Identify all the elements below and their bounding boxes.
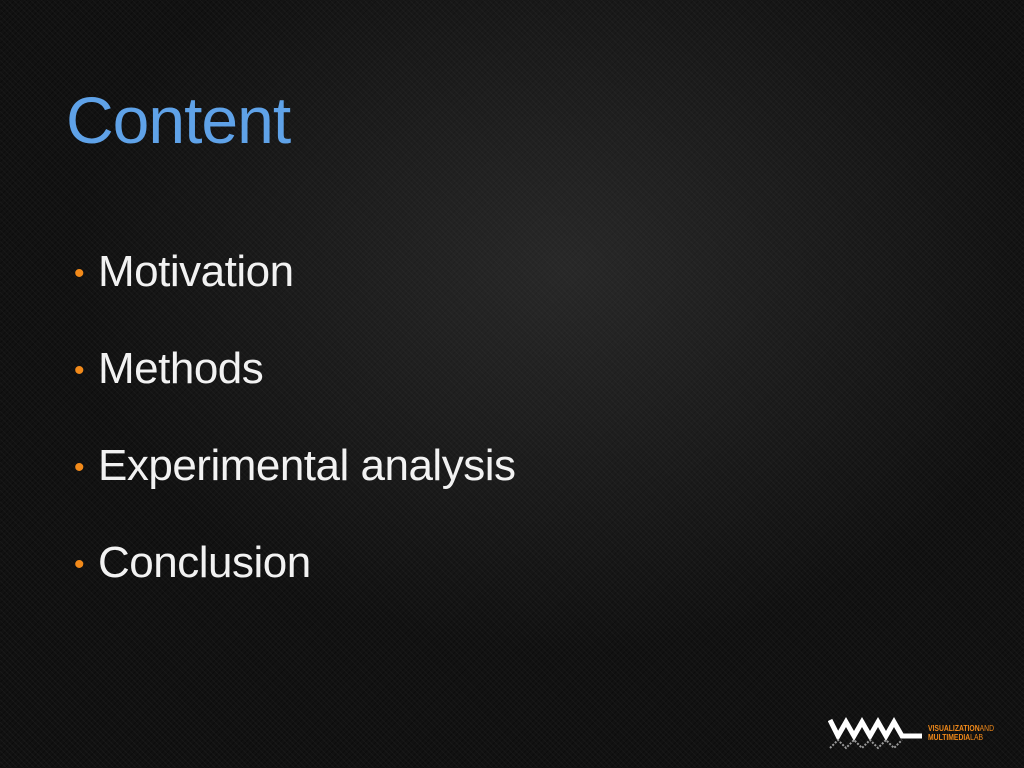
bullet-dot-icon: •	[74, 354, 85, 387]
logo-word-and: AND	[979, 724, 994, 733]
logo-wordmark: VISUALIZATIONAND MULTIMEDIALAB	[928, 724, 994, 742]
logo-line-2: MULTIMEDIALAB	[928, 733, 994, 742]
bullet-dot-icon: •	[74, 548, 85, 581]
bullet-item-conclusion: • Conclusion	[74, 535, 515, 632]
bullet-item-experimental-analysis: • Experimental analysis	[74, 438, 516, 535]
bullet-text: Motivation	[98, 247, 294, 296]
bullet-text: Methods	[98, 344, 264, 393]
bullet-list: • Motivation • Methods • Experimental an…	[74, 244, 516, 632]
bullet-dot-icon: •	[74, 451, 85, 484]
logo-line-1: VISUALIZATIONAND	[928, 724, 994, 733]
bullet-text: Conclusion	[98, 538, 311, 587]
vml-wave-logo-icon	[828, 716, 922, 750]
bullet-item-methods: • Methods	[74, 341, 515, 438]
bullet-dot-icon: •	[74, 257, 85, 290]
logo-word-multimedia: MULTIMEDIA	[928, 733, 971, 742]
slide-title: Content	[66, 83, 291, 157]
bullet-text: Experimental analysis	[98, 441, 516, 490]
logo-word-lab: LAB	[970, 733, 984, 742]
logo-word-visualization: VISUALIZATION	[928, 724, 980, 733]
bullet-item-motivation: • Motivation	[74, 244, 515, 341]
lab-logo: VISUALIZATIONAND MULTIMEDIALAB	[828, 715, 1010, 751]
